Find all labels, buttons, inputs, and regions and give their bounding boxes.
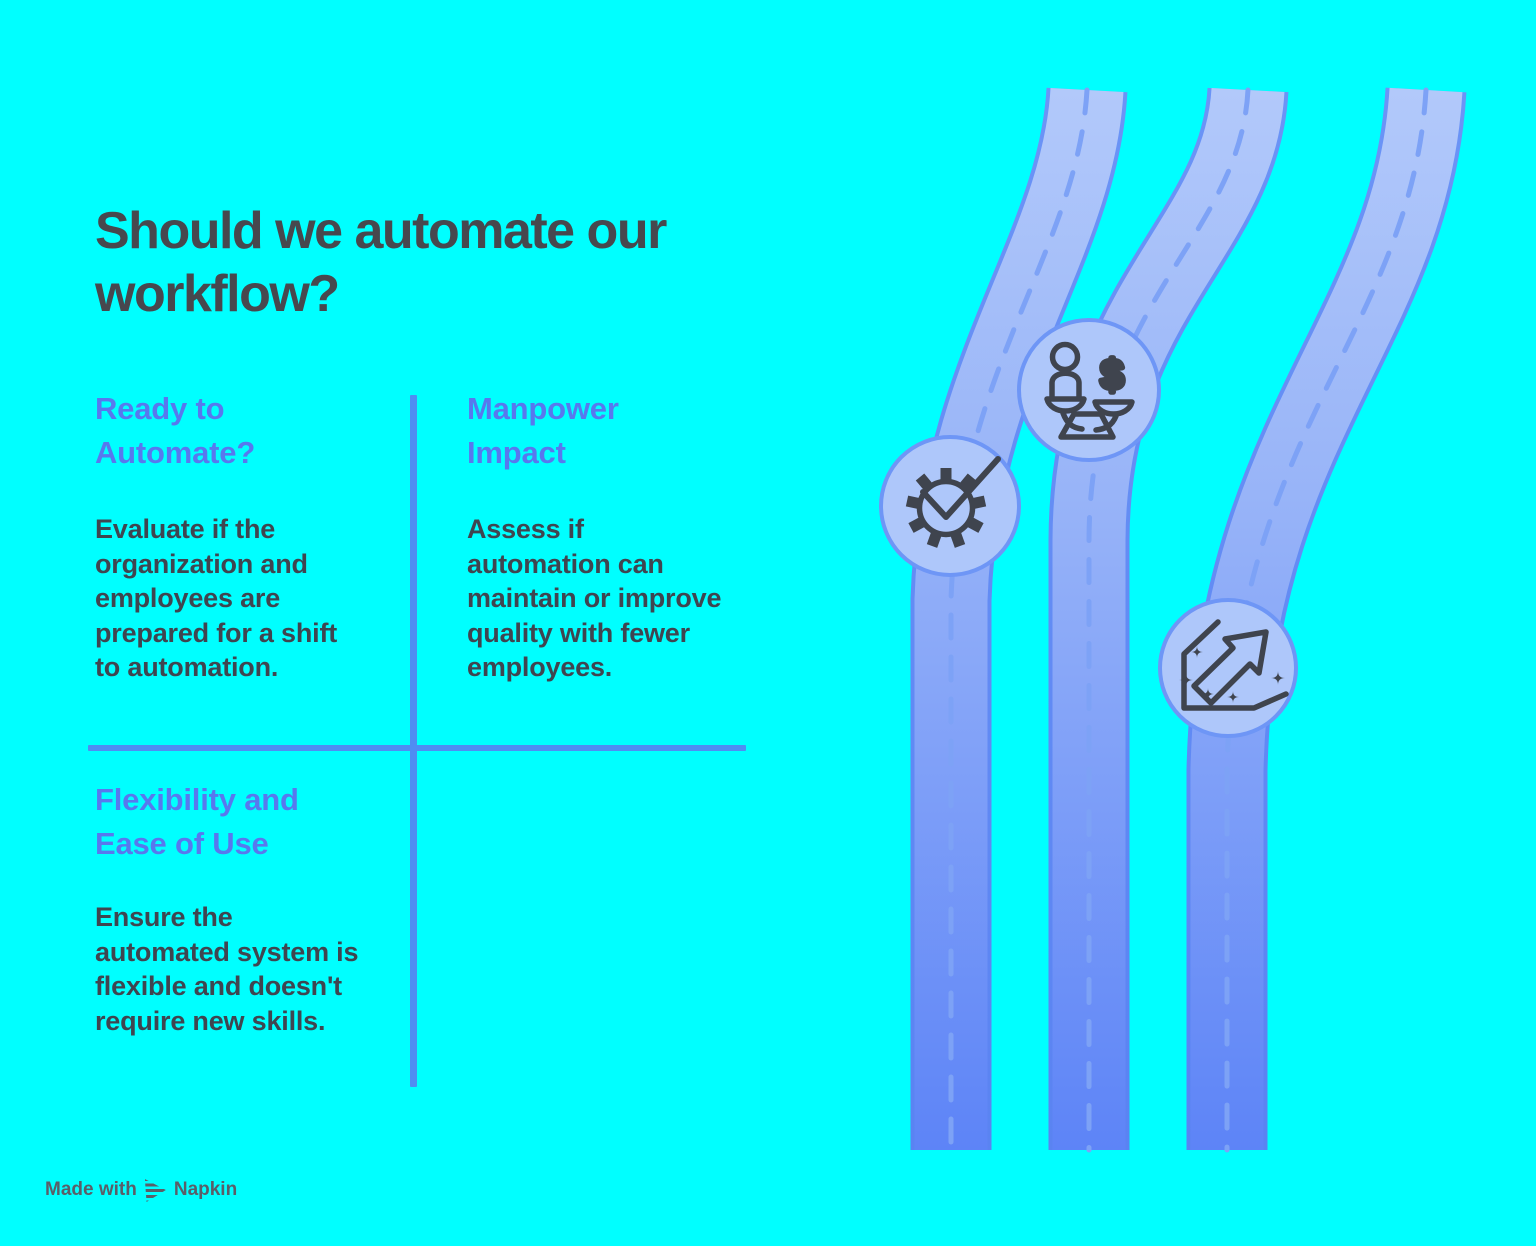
- person-head: [1049, 341, 1081, 373]
- quadrant-2-body: Assess if automation can maintain or imp…: [467, 514, 722, 682]
- badge-balance-scale: $: [1017, 318, 1161, 462]
- gear-check-icon: [905, 456, 1001, 548]
- napkin-logo-icon: [144, 1178, 166, 1202]
- sparkle-icon: [1191, 646, 1203, 658]
- sparkle-icon: [1227, 691, 1239, 703]
- balance-scale-money-icon: $: [1044, 341, 1135, 440]
- quadrant-3-heading: Flexibility and Ease of Use: [95, 782, 299, 861]
- sparkle-icon: [1271, 671, 1285, 685]
- quadrant-1-body: Evaluate if the organization and employe…: [95, 514, 338, 682]
- road-2: [1048, 86, 1289, 1153]
- napkin-watermark[interactable]: Made with Napkin: [45, 1178, 237, 1202]
- arrow-sheet: [1181, 619, 1289, 711]
- quadrant-3-body: Ensure the automated system is flexible …: [95, 902, 359, 1036]
- check-icon: [920, 456, 1001, 520]
- arrow-shape: [1191, 629, 1269, 706]
- arrow-up-right-sparkle-icon: [1179, 619, 1289, 711]
- quadrant-2-heading: Manpower Impact: [467, 391, 619, 470]
- left-pan: [1044, 396, 1087, 414]
- badge-gear-check: [879, 435, 1021, 577]
- quadrant-divider-vertical: [410, 395, 417, 1087]
- badge-arrow: [1158, 598, 1298, 738]
- watermark-brand: Napkin: [173, 1179, 238, 1200]
- quadrant-divider-horizontal: [88, 745, 746, 751]
- scale-base: [1058, 411, 1116, 440]
- watermark-prefix: Made with: [45, 1179, 137, 1200]
- person-body: [1049, 370, 1082, 400]
- page-title: Should we automate our workflow?: [95, 202, 667, 323]
- dollar-sign: $: [1100, 351, 1123, 398]
- road-2-centerline: [1086, 87, 1251, 1153]
- quadrant-1-heading: Ready to Automate?: [95, 391, 256, 470]
- sparkle-icon: [1202, 688, 1214, 700]
- sparkle-icon: [1179, 673, 1193, 687]
